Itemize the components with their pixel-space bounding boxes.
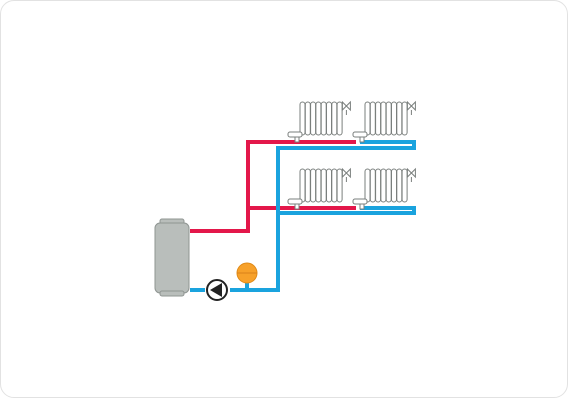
radiator-fin [326,168,332,203]
expansion-vessel [236,262,258,284]
valve-icon [359,203,365,210]
radiator-fin [320,101,327,136]
valve-icon [294,203,300,210]
radiator-fin [364,101,371,136]
radiator-fin [385,168,392,203]
radiator-fin [315,168,322,203]
radiator-fin [375,168,382,203]
boiler-base [159,290,185,297]
radiator-fin [304,168,311,203]
radiator-fin [391,168,397,203]
radiator-fin [336,168,343,203]
radiator-upper-left [287,100,351,143]
radiator-upper-right [352,100,416,143]
thermostatic-valve-icon [406,100,416,112]
supply-pipe-boiler-outlet [190,140,356,233]
radiator-fin [369,101,376,136]
radiator-bottom-connector [287,131,303,138]
return-pipes [190,140,416,292]
radiator-fin [380,101,387,136]
radiator-fin [369,168,376,203]
thermostatic-valve-icon [341,100,351,112]
radiator-fin [380,168,387,203]
radiator-bottom-connector [352,131,368,138]
boiler-body [154,222,190,294]
thermostatic-valve-icon [406,167,416,179]
return-pipe-lower-loop [278,206,416,215]
valve-icon [359,136,365,143]
radiator-fin [331,101,338,136]
radiator-lower-left [287,167,351,210]
radiator-lower-right [352,167,416,210]
radiator-fin [401,168,408,203]
boiler [154,218,190,297]
supply-pipes [190,140,356,233]
radiator-fin [326,101,332,136]
radiator-fin [315,101,322,136]
pump-icon [206,279,228,301]
radiator-fin [299,168,306,203]
return-pipe-upper-loop [230,140,416,292]
radiator-fin [391,101,397,136]
radiator-bottom-connector [287,198,303,205]
radiator-fin [396,168,403,203]
valve-icon [294,136,300,143]
radiator-fin [331,168,338,203]
radiator-fin [401,101,408,136]
radiator-fin [396,101,403,136]
radiator-fin [310,101,317,136]
radiator-fin [385,101,392,136]
thermostatic-valve-icon [341,167,351,179]
radiators [287,100,416,210]
radiator-bottom-connector [352,198,368,205]
radiator-fin [299,101,306,136]
radiator-fin [375,101,382,136]
radiator-fin [364,168,371,203]
radiator-fin [310,168,317,203]
radiator-fin [336,101,343,136]
radiator-fin [304,101,311,136]
radiator-fin [320,168,327,203]
pump-arrow [210,283,222,297]
